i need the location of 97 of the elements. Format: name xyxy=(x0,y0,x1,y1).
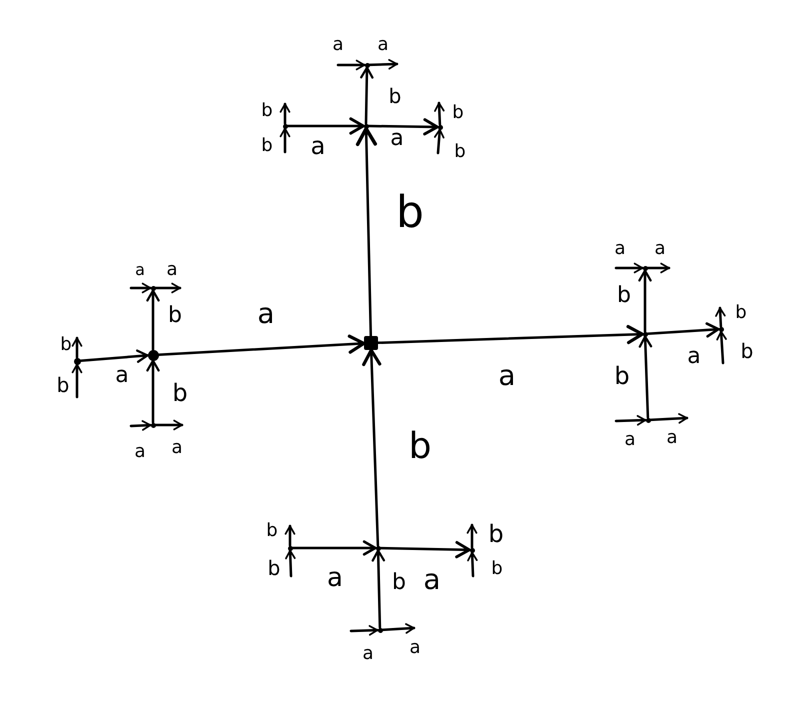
edge-label: a xyxy=(362,645,374,663)
edge-label: b xyxy=(268,558,280,578)
vertex-dot xyxy=(438,124,442,130)
arrow xyxy=(360,66,374,125)
arrow xyxy=(154,282,182,294)
edge-label: b xyxy=(614,364,630,388)
vertex-dot xyxy=(364,62,370,68)
arrow xyxy=(130,420,152,431)
vertex-square xyxy=(364,336,378,350)
arrow xyxy=(716,330,727,364)
edge-label: a xyxy=(423,566,441,594)
edge-label: b xyxy=(261,137,273,155)
vertex-dot xyxy=(150,422,156,428)
edge-label: b xyxy=(266,522,278,540)
edge-label: a xyxy=(257,300,275,328)
arrow xyxy=(638,335,652,419)
arrow xyxy=(280,102,290,125)
edge-label: a xyxy=(614,240,626,258)
vertex-dot xyxy=(74,358,80,364)
arrow xyxy=(638,269,652,333)
arrow xyxy=(376,324,644,344)
edge-label: b xyxy=(488,522,504,546)
edge-label: a xyxy=(166,261,178,279)
edge-label: a xyxy=(498,362,516,390)
edge-label: a xyxy=(666,429,678,447)
edge-label: a xyxy=(332,36,344,54)
vertex-dot xyxy=(148,350,158,360)
edge-label: a xyxy=(409,639,421,657)
arrow xyxy=(467,551,478,578)
arrow xyxy=(146,359,160,424)
arrow xyxy=(379,541,471,558)
vertex-dot xyxy=(642,332,648,336)
edge-label: a xyxy=(135,262,145,278)
vertex-dot xyxy=(364,124,368,128)
edge-label: a xyxy=(624,431,636,449)
arrow xyxy=(154,420,184,430)
vertex-dot xyxy=(150,286,156,290)
edge-label: b xyxy=(454,143,466,161)
arrow xyxy=(381,623,416,634)
edge-label: a xyxy=(310,134,326,158)
arrow xyxy=(286,117,365,135)
edge-label: a xyxy=(390,128,404,150)
edge-label: b xyxy=(396,191,424,235)
edge-label: a xyxy=(377,36,389,54)
edge-label: b xyxy=(172,381,188,405)
arrow xyxy=(434,102,445,126)
arrow xyxy=(157,334,366,356)
edge-label: a xyxy=(687,346,701,368)
edge-label: b xyxy=(740,341,754,361)
edge-label: b xyxy=(261,102,273,120)
arrow xyxy=(368,58,398,70)
arrow xyxy=(284,524,296,547)
vertex-dot xyxy=(288,546,292,550)
arrow xyxy=(79,349,149,363)
vertex-dot xyxy=(470,548,474,552)
edge-label: b xyxy=(60,336,72,354)
arrow xyxy=(367,118,439,136)
edge-label: a xyxy=(654,240,666,258)
arrow xyxy=(649,413,688,424)
arrow xyxy=(715,306,726,328)
arrow xyxy=(614,262,644,274)
edge-label: b xyxy=(56,375,70,395)
edge-label: b xyxy=(408,429,432,465)
vertex-dot xyxy=(646,418,650,422)
edge-label: b xyxy=(617,285,631,307)
edge-label: a xyxy=(115,365,129,387)
vertex-dot xyxy=(642,266,648,270)
edge-label: b xyxy=(491,560,503,578)
edge-label: a xyxy=(171,439,183,457)
edge-label: a xyxy=(327,565,343,591)
arrow xyxy=(614,415,647,426)
vertex-dot xyxy=(376,546,380,550)
arrow xyxy=(356,126,377,338)
edge-label: b xyxy=(392,572,406,594)
edge-label: b xyxy=(168,305,182,327)
arrow xyxy=(434,128,444,154)
arrow xyxy=(280,127,290,154)
arrow xyxy=(336,60,366,70)
arrow xyxy=(646,322,720,338)
arrow xyxy=(72,363,82,398)
edge-label: a xyxy=(134,443,146,461)
arrow xyxy=(285,549,296,578)
arrow xyxy=(291,540,377,556)
arrow xyxy=(362,348,382,547)
arrow xyxy=(130,282,152,294)
vertex-dot xyxy=(718,326,724,332)
arrow xyxy=(646,262,670,274)
edge-label: b xyxy=(452,104,464,122)
arrow xyxy=(72,336,82,359)
vertex-dot xyxy=(282,124,288,128)
edge-label: b xyxy=(735,304,747,322)
vertex-dot xyxy=(378,628,382,632)
arrow xyxy=(466,524,478,549)
arrow xyxy=(372,549,386,629)
arrow xyxy=(350,625,379,636)
arrow xyxy=(146,289,160,351)
edge-label: b xyxy=(388,86,402,106)
